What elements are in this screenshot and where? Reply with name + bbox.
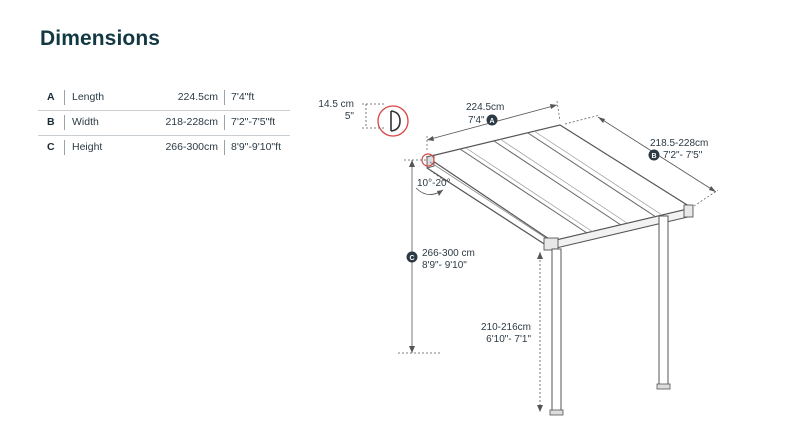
divider bbox=[224, 140, 225, 155]
page-title: Dimensions bbox=[40, 27, 161, 50]
roof-side-edge-inner bbox=[429, 161, 553, 243]
length-arrow-end bbox=[550, 104, 557, 109]
divider bbox=[64, 115, 65, 130]
length-metric-label: 224.5cm bbox=[466, 102, 504, 113]
length-marker-badge bbox=[486, 114, 498, 126]
dimension-imperial: 8'9"-9'10"ft bbox=[231, 141, 281, 153]
gutter-metric-label: 14.5 cm bbox=[318, 99, 354, 110]
dimension-letter: A bbox=[47, 91, 55, 103]
length-marker-letter: A bbox=[489, 118, 494, 125]
height-marker-letter: C bbox=[409, 255, 414, 262]
front-post-right bbox=[658, 215, 669, 389]
divider bbox=[64, 90, 65, 105]
dimension-label: Width bbox=[72, 116, 99, 128]
width-arrow-start bbox=[598, 117, 605, 123]
corner-connector bbox=[543, 237, 559, 251]
panel-divider bbox=[459, 148, 588, 234]
divider bbox=[224, 115, 225, 130]
dimension-row-height: C Height 266-300cm 8'9"-9'10"ft bbox=[38, 136, 290, 160]
slope-arc-arrow bbox=[437, 190, 443, 196]
front-post-left bbox=[551, 248, 562, 415]
gutter-profile-icon bbox=[390, 110, 401, 132]
length-imperial-label: 7'4" bbox=[468, 115, 485, 126]
post-metric-label: 210-216cm bbox=[481, 322, 531, 333]
height-metric-label: 266-300 cm bbox=[422, 248, 475, 259]
gutter-imperial-label: 5" bbox=[345, 111, 355, 122]
dimension-metric: 266-300cm bbox=[165, 141, 218, 153]
length-extension bbox=[556, 100, 561, 122]
dimension-row-length: A Length 224.5cm 7'4"ft bbox=[38, 86, 290, 111]
panel-divider bbox=[533, 130, 663, 216]
width-imperial-label: 7'2"- 7'5" bbox=[663, 150, 703, 161]
panel-divider bbox=[465, 147, 594, 233]
dimension-imperial: 7'4"ft bbox=[231, 91, 255, 103]
width-arrow-end bbox=[709, 186, 716, 192]
width-metric-label: 218.5-228cm bbox=[650, 138, 708, 149]
length-arrow-start bbox=[427, 136, 434, 141]
width-extension bbox=[693, 189, 719, 207]
width-marker-letter: B bbox=[651, 153, 656, 160]
post-foot-right bbox=[656, 383, 671, 390]
post-arrow-bottom bbox=[537, 405, 543, 412]
height-arrow-top bbox=[409, 160, 415, 167]
dimension-metric: 224.5cm bbox=[177, 91, 218, 103]
beam-end-cap bbox=[683, 204, 694, 218]
dimension-metric: 218-228cm bbox=[165, 116, 218, 128]
dimension-row-width: B Width 218-228cm 7'2"-7'5"ft bbox=[38, 111, 290, 136]
dimension-letter: B bbox=[47, 116, 55, 128]
divider bbox=[224, 90, 225, 105]
dimension-label: Height bbox=[72, 141, 103, 153]
dimension-label: Length bbox=[72, 91, 105, 103]
dimension-imperial: 7'2"-7'5"ft bbox=[231, 116, 276, 128]
dimension-letter: C bbox=[47, 141, 55, 153]
height-marker-badge bbox=[406, 251, 418, 263]
slope-angle-label: 10°-20° bbox=[417, 178, 451, 189]
panel-divider bbox=[499, 138, 628, 224]
panel-divider bbox=[493, 140, 622, 226]
width-marker-badge bbox=[648, 149, 660, 161]
panel-divider bbox=[527, 132, 657, 218]
height-arrow-bottom bbox=[409, 346, 415, 353]
gutter-detail-circle bbox=[377, 105, 409, 137]
post-foot-left bbox=[549, 409, 564, 416]
dimensions-table: A Length 224.5cm 7'4"ft B Width 218-228c… bbox=[38, 86, 290, 160]
post-arrow-top bbox=[537, 252, 543, 259]
height-imperial-label: 8'9"- 9'10" bbox=[422, 260, 467, 271]
post-imperial-label: 6'10"- 7'1" bbox=[486, 334, 531, 345]
width-extension bbox=[564, 114, 601, 125]
roof-side-edge bbox=[426, 167, 553, 250]
divider bbox=[64, 140, 65, 155]
